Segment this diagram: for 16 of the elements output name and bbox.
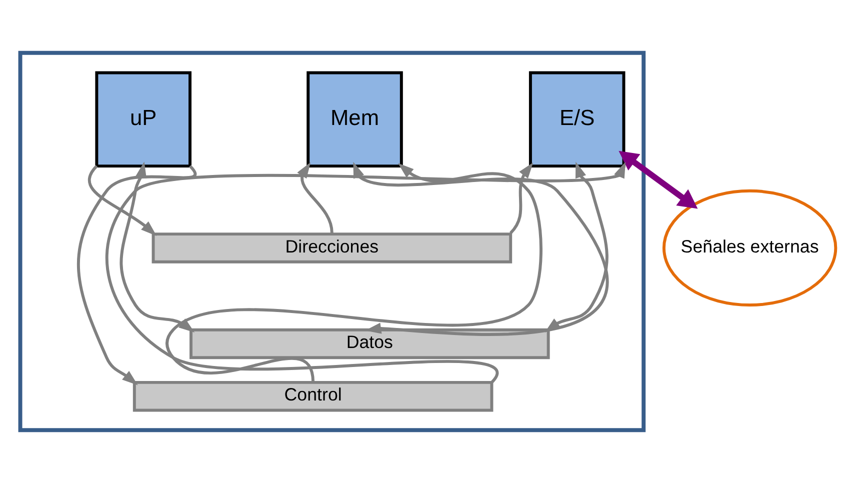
- node-box: Control: [132, 380, 494, 412]
- node-box: uP: [95, 71, 192, 168]
- cluster: [18, 50, 646, 432]
- node-box: Direcciones: [152, 232, 512, 264]
- arrow: [353, 162, 608, 336]
- arrow: [297, 162, 334, 234]
- arrow: [120, 162, 195, 333]
- arrow: [618, 150, 698, 209]
- node-box: E/S: [528, 71, 626, 168]
- arrow: [166, 163, 542, 383]
- arrow: [509, 162, 534, 234]
- node-box: Datos: [190, 328, 550, 360]
- arrow: [77, 165, 196, 386]
- arrow: [544, 162, 608, 333]
- node-box: Mem: [306, 71, 403, 168]
- arrow: [88, 165, 157, 236]
